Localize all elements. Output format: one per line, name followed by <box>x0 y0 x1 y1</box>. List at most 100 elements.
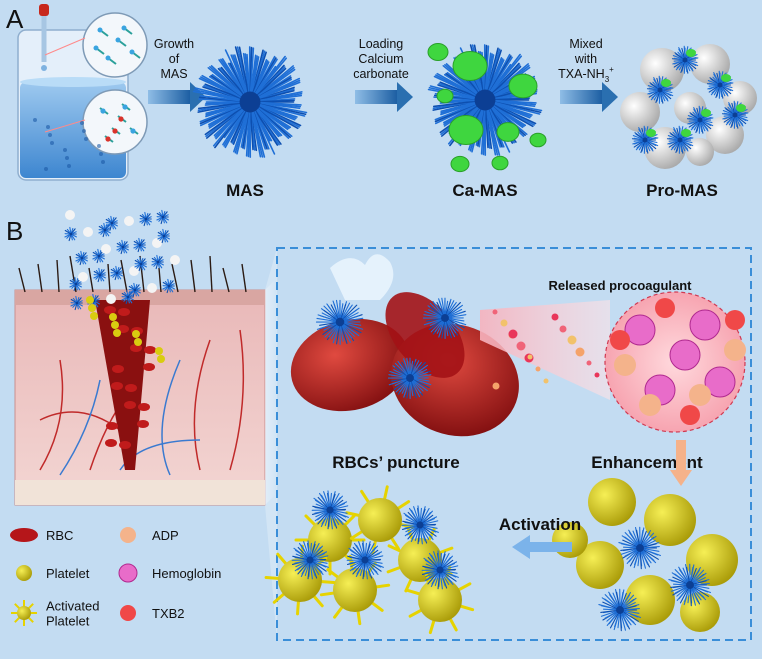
released-particle <box>567 335 577 345</box>
wound-platelet <box>88 304 96 312</box>
legend-platelet-icon <box>16 565 32 581</box>
mas-urchin <box>192 46 308 158</box>
wound-platelet <box>90 312 98 320</box>
txa-sphere <box>147 283 157 293</box>
zoom-detail-box <box>276 247 752 641</box>
wound-rbc <box>137 420 149 428</box>
adp-particle <box>639 394 661 416</box>
wound-rbc <box>104 306 116 314</box>
released-particle <box>500 319 508 327</box>
wound-urchin <box>133 237 146 253</box>
released-particle <box>586 360 592 366</box>
panel-a-letter: A <box>6 4 24 34</box>
legend-txb2-icon <box>120 605 136 621</box>
wound-rbc <box>112 365 124 373</box>
wound-urchin <box>128 282 141 298</box>
legend-hemoglobin-label: Hemoglobin <box>152 566 221 581</box>
released-particle <box>508 329 518 339</box>
clump-urchin <box>311 490 349 530</box>
txa-sphere <box>65 210 75 220</box>
activated-platelet <box>319 554 391 626</box>
platelet-sphere <box>576 541 624 589</box>
calcium-carbonate-disc <box>701 109 711 117</box>
txa-sphere <box>106 294 116 304</box>
wound-platelet <box>111 321 119 329</box>
wound-platelet <box>157 355 165 363</box>
released-particle <box>492 309 498 315</box>
wound-urchin <box>105 215 118 231</box>
wound-rbc <box>143 363 155 371</box>
wound-urchin <box>156 209 169 225</box>
step-3-line-3: TXA-NH3+ <box>558 65 614 84</box>
step-1-line-3: MAS <box>160 67 187 81</box>
txa-sphere <box>686 138 714 166</box>
txb2-particle <box>655 298 675 318</box>
step-2-line-1: Loading <box>359 37 404 51</box>
activated-platelet-clump <box>264 485 475 635</box>
activated-platelet <box>405 565 475 635</box>
calcium-carbonate-disc <box>452 51 488 81</box>
calcium-carbonate-disc <box>427 43 449 61</box>
wound-rbc <box>144 346 156 354</box>
pro-mas-cluster <box>620 44 757 169</box>
step-arrow-2 <box>355 82 413 112</box>
rbc-puncture-illustration <box>290 254 519 437</box>
pro-mas-urchin <box>666 125 694 154</box>
clump-urchin <box>291 540 329 580</box>
cluster-urchin <box>618 526 661 570</box>
step-2-line-2: Calcium <box>358 52 403 66</box>
wound-rbc <box>124 401 136 409</box>
wound-urchin <box>98 222 111 238</box>
calcium-carbonate-disc <box>496 122 520 142</box>
txa-sphere <box>83 227 93 237</box>
platelet-sphere <box>644 494 696 546</box>
product-mas-label: MAS <box>226 181 264 200</box>
wound-rbc <box>105 439 117 447</box>
calcium-carbonate-disc <box>491 155 509 171</box>
activated-platelet <box>294 504 366 576</box>
wound-urchin <box>92 248 105 264</box>
procoagulant-magnified <box>604 291 746 433</box>
wound-urchin <box>157 228 170 244</box>
wound-platelet <box>134 338 142 346</box>
platelet-cluster <box>552 478 738 632</box>
mas-particle <box>192 46 308 158</box>
txa-sphere <box>124 216 134 226</box>
legend-rbc-icon <box>10 528 38 542</box>
released-particle <box>527 354 533 360</box>
wound-urchin <box>151 254 164 270</box>
legend-activated-platelet-label: Platelet <box>46 614 90 629</box>
step-3-line-1: Mixed <box>569 37 602 51</box>
calcium-carbonate-disc <box>508 73 538 99</box>
released-particle <box>492 382 500 390</box>
rbc-urchin <box>315 299 364 345</box>
rbc-urchin <box>387 357 432 400</box>
platelet-sphere <box>588 478 636 526</box>
wound-platelet <box>155 347 163 355</box>
step-arrow-1 <box>148 82 206 112</box>
hemoglobin-particle <box>624 314 656 346</box>
txb2-particle <box>725 310 745 330</box>
step-1-line-1: Growth <box>154 37 194 51</box>
cluster-urchin <box>598 588 641 632</box>
activation-arrow <box>512 535 572 559</box>
wound-rbc <box>119 441 131 449</box>
rbcs-puncture-label: RBCs’ puncture <box>332 453 460 472</box>
step-1-line-2: of <box>169 52 180 66</box>
clump-urchin <box>401 505 439 545</box>
legend-adp-label: ADP <box>152 528 179 543</box>
wound-urchin <box>93 267 106 283</box>
pro-mas-urchin <box>706 70 734 99</box>
calcium-carbonate-disc <box>646 129 656 137</box>
legend-activated-platelet-icon <box>11 600 37 626</box>
wound-urchin <box>134 256 147 272</box>
calcium-carbonate-disc <box>736 104 746 112</box>
legend-adp-icon <box>120 527 136 543</box>
hemoglobin-particle <box>689 309 721 341</box>
txa-sphere <box>101 244 111 254</box>
rbc-urchin <box>422 297 467 340</box>
released-particle <box>516 341 526 351</box>
released-particle <box>551 313 559 321</box>
